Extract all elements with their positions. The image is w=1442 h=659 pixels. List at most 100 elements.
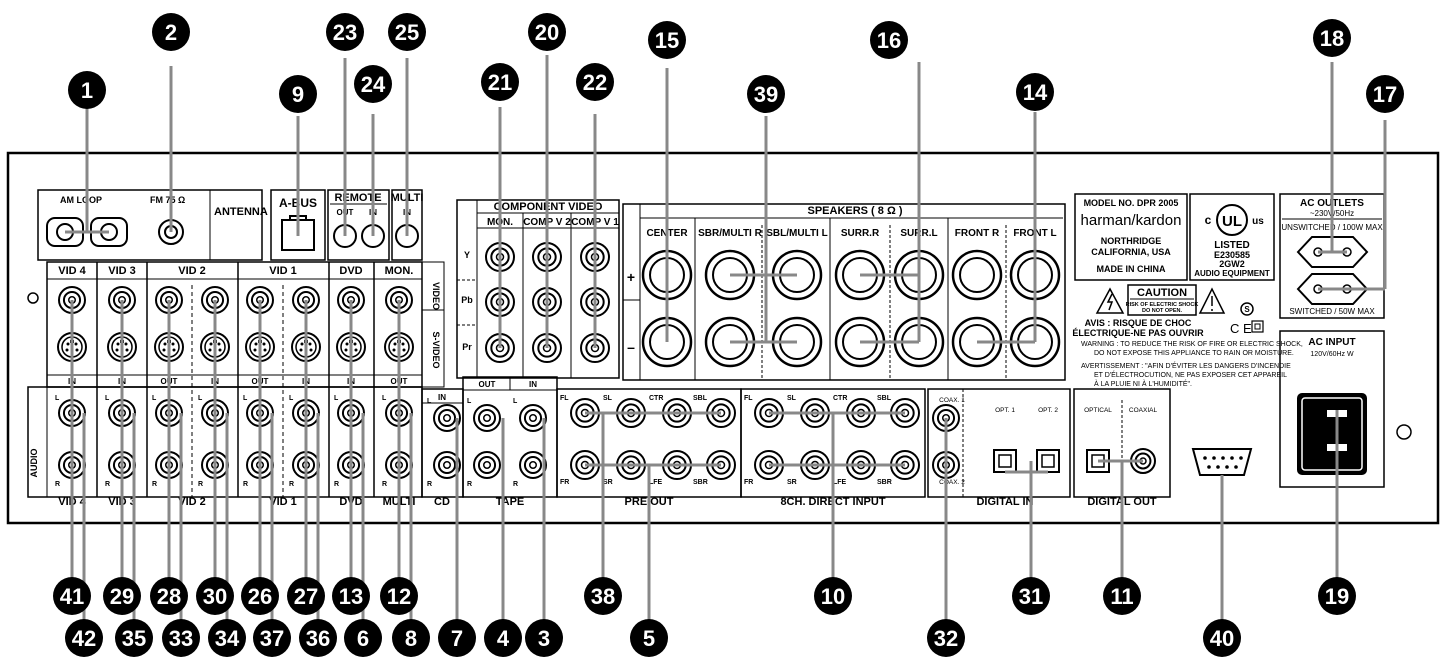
ce-mark: C E [1230, 321, 1252, 336]
callout-number: 20 [535, 20, 559, 45]
switched-label: SWITCHED / 50W MAX [1289, 307, 1375, 316]
callout-top: 2 [152, 13, 190, 51]
model-box [1074, 193, 1188, 281]
multichannel-label: SBL [877, 395, 892, 402]
callout-bottom: 26 [241, 577, 279, 615]
multichannel-label: LFE [649, 479, 663, 486]
callout-number: 2 [165, 20, 177, 45]
exclamation-warning-icon [1198, 287, 1226, 314]
callout-number: 19 [1325, 584, 1349, 609]
ul-logo: UL c us [1205, 204, 1264, 236]
callout-number: 13 [339, 584, 363, 609]
ac-input-label: AC INPUT [1308, 337, 1355, 348]
avis-line1: AVIS : RISQUE DE CHOC [1085, 318, 1192, 328]
callout-top: 14 [1016, 73, 1054, 111]
channel-l-label: L [289, 395, 294, 402]
channel-l-label: L [243, 395, 248, 402]
digital-in-box [927, 388, 1071, 498]
speaker-minus-label: – [627, 339, 635, 355]
warning-line1: WARNING : TO REDUCE THE RISK OF FIRE OR … [1081, 341, 1303, 348]
callout-bottom: 30 [196, 577, 234, 615]
listed-label: LISTED [1214, 240, 1250, 251]
city-label: NORTHRIDGE [1101, 236, 1162, 246]
multichannel-label: CTR [833, 395, 847, 402]
multichannel-label: CTR [649, 395, 663, 402]
callout-number: 14 [1023, 80, 1048, 105]
callout-bottom: 8 [392, 619, 430, 657]
comp-y-label: Y [464, 250, 470, 260]
s-mark-icon: S [1240, 302, 1254, 316]
callout-number: 26 [248, 584, 272, 609]
channel-label: L [513, 398, 518, 405]
channel-l-label: L [382, 395, 387, 402]
callout-number: 1 [81, 78, 93, 103]
ac-input-socket [1297, 393, 1367, 475]
ul-number: E230585 [1214, 250, 1250, 260]
remote-box [327, 189, 390, 261]
vid4-top-label: VID 4 [58, 265, 86, 277]
ul-c-mark: c [1205, 213, 1212, 227]
ul-mark: UL [1222, 213, 1242, 230]
svideo-side-label: S-VIDEO [431, 331, 441, 368]
channel-l-label: L [152, 395, 157, 402]
avert-line1: AVERTISSEMENT : "AFIN D'ÉVITER LES DANGE… [1081, 361, 1291, 370]
callout-number: 25 [395, 20, 419, 45]
channel-label: R [467, 481, 472, 488]
caution-sub2: DO NOT OPEN. [1142, 308, 1183, 314]
tape-out-label: OUT [479, 380, 496, 389]
callout-bottom: 33 [162, 619, 200, 657]
pin [1230, 456, 1234, 460]
component-video-box [456, 199, 620, 379]
callout-top: 23 [326, 13, 364, 51]
callout-top: 24 [354, 65, 392, 103]
channel-l-label: L [105, 395, 110, 402]
multichannel-label: SBL [693, 395, 708, 402]
coaxial-label: COAXIAL [1129, 407, 1158, 414]
multichannel-label: FR [744, 479, 753, 486]
speaker-plus-label: + [627, 269, 635, 285]
multichannel-label: SL [787, 395, 797, 402]
ul-us-mark: us [1252, 216, 1264, 227]
vid1-top-label: VID 1 [269, 265, 297, 277]
s-mark-text: S [1244, 305, 1250, 314]
callout-bottom: 4 [484, 619, 522, 657]
tape-out-right-jack [473, 451, 501, 479]
channel-r-label: R [334, 481, 339, 488]
caution-label: CAUTION [1137, 287, 1187, 299]
callout-number: 10 [821, 584, 845, 609]
multichannel-label: SL [603, 395, 613, 402]
pin [1207, 465, 1211, 469]
channel-label: L [427, 398, 432, 405]
double-insulation-icon [1251, 320, 1264, 333]
pin [1203, 456, 1207, 460]
callout-bottom: 34 [208, 619, 246, 657]
callout-bottom: 5 [630, 619, 668, 657]
callout-number: 38 [591, 584, 615, 609]
ac-input-sub: 120V/60Hz W [1310, 351, 1354, 358]
mount-hole-right [1396, 424, 1412, 440]
callout-number: 34 [215, 626, 240, 651]
speaker-binding-post [951, 249, 1003, 301]
callout-number: 6 [357, 626, 369, 651]
ul-code: 2GW2 [1219, 259, 1245, 269]
pin [1216, 465, 1220, 469]
callout-number: 32 [934, 626, 958, 651]
mon-top-label: MON. [385, 265, 414, 277]
ul-category: AUDIO EQUIPMENT [1194, 269, 1270, 278]
cd-label: CD [434, 496, 450, 508]
callout-bottom: 38 [584, 577, 622, 615]
caution-sub1: RISK OF ELECTRIC SHOCK [1126, 302, 1199, 308]
multichannel-label: SR [787, 479, 797, 486]
fm-label: FM 75 Ω [150, 195, 185, 205]
multichannel-label: LFE [833, 479, 847, 486]
callout-number: 42 [72, 626, 96, 651]
tape-out-left-jack [473, 404, 501, 432]
callout-top: 21 [481, 63, 519, 101]
callout-bottom: 10 [814, 577, 852, 615]
callout-bottom: 7 [438, 619, 476, 657]
callout-number: 28 [157, 584, 181, 609]
pin [1221, 456, 1225, 460]
multichannel-label: SBR [693, 479, 708, 486]
multichannel-label: SBR [877, 479, 892, 486]
vid2-top-label: VID 2 [178, 265, 206, 277]
